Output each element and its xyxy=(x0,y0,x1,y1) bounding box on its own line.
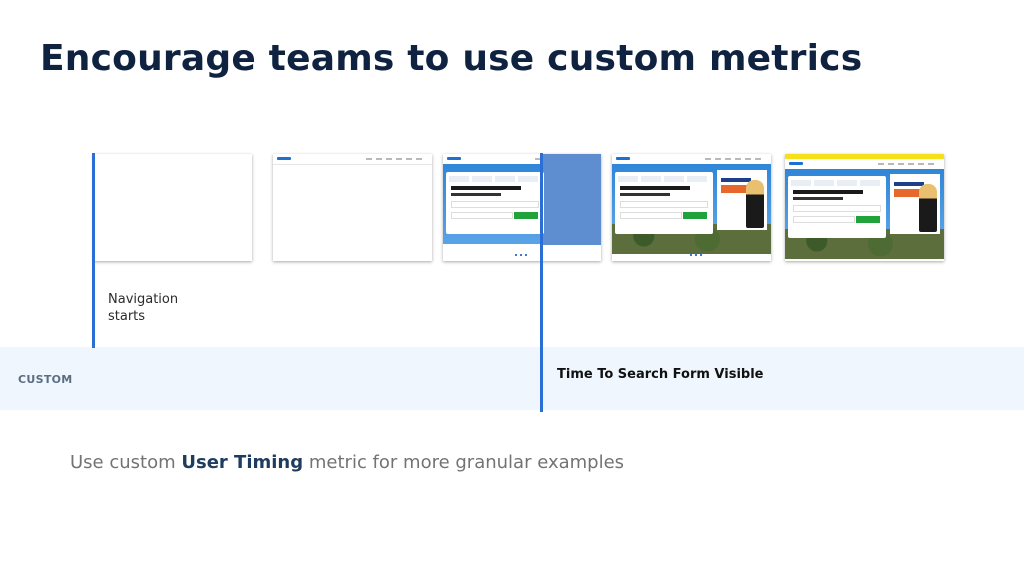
screenshot-search-button xyxy=(514,212,538,219)
screenshot-logo xyxy=(789,162,803,165)
screenshot-tabs xyxy=(449,176,541,182)
filmstrip-frame-header xyxy=(273,154,432,261)
screenshot-search-card xyxy=(446,172,544,234)
slide-title: Encourage teams to use custom metrics xyxy=(40,38,862,79)
screenshot-tabs xyxy=(791,180,883,186)
filmstrip-frame-search-partial xyxy=(443,154,601,261)
screenshot-carousel-dots xyxy=(515,254,527,256)
screenshot-ad-discount xyxy=(894,189,922,197)
metric-label: Time To Search Form Visible xyxy=(557,367,764,382)
screenshot-field xyxy=(620,212,682,219)
navigation-starts-label: Navigation starts xyxy=(108,291,208,325)
filmstrip-frame-search-ad xyxy=(612,154,771,261)
screenshot-search-button xyxy=(683,212,707,219)
footer-text-before: Use custom xyxy=(70,452,176,473)
screenshot-headline xyxy=(451,186,521,190)
screenshot-nav-links xyxy=(878,163,938,165)
screenshot-ad-person xyxy=(919,184,937,232)
screenshot-ad-heading xyxy=(894,182,924,186)
screenshot-loading-overlay xyxy=(543,154,601,245)
screenshot-ad xyxy=(717,170,767,230)
screenshot-subhead xyxy=(451,193,501,196)
screenshot-headline xyxy=(793,190,863,194)
filmstrip-frame-full xyxy=(785,154,944,261)
screenshot-search-button xyxy=(856,216,880,223)
screenshot-ad-heading xyxy=(721,178,751,182)
screenshot-field xyxy=(793,205,881,212)
screenshot-headline xyxy=(620,186,690,190)
screenshot-nav-links xyxy=(366,158,426,160)
search-form-visible-marker xyxy=(540,153,543,412)
navigation-start-marker xyxy=(92,153,95,348)
screenshot-subhead xyxy=(620,193,670,196)
screenshot-ad xyxy=(890,174,940,234)
screenshot-tabs xyxy=(618,176,710,182)
screenshot-ad-person xyxy=(746,180,764,228)
screenshot-carousel-dots xyxy=(690,254,702,256)
screenshot-logo xyxy=(447,157,461,160)
screenshot-search-card xyxy=(788,176,886,238)
filmstrip-frame-blank xyxy=(94,154,252,261)
screenshot-subhead xyxy=(793,197,843,200)
screenshot-search-card xyxy=(615,172,713,234)
screenshot-field xyxy=(451,212,513,219)
screenshot-field xyxy=(620,201,708,208)
footer-highlight: User Timing xyxy=(181,452,303,473)
footer-text-after: metric for more granular examples xyxy=(309,452,624,473)
screenshot-field xyxy=(451,201,539,208)
custom-row-label: CUSTOM xyxy=(18,373,73,386)
screenshot-navbar xyxy=(273,154,432,165)
screenshot-field xyxy=(793,216,855,223)
screenshot-logo xyxy=(277,157,291,160)
screenshot-nav-links xyxy=(705,158,765,160)
screenshot-logo xyxy=(616,157,630,160)
footer-note: Use custom User Timing metric for more g… xyxy=(70,452,624,473)
screenshot-ad-discount xyxy=(721,185,749,193)
custom-metric-band xyxy=(0,347,1024,410)
